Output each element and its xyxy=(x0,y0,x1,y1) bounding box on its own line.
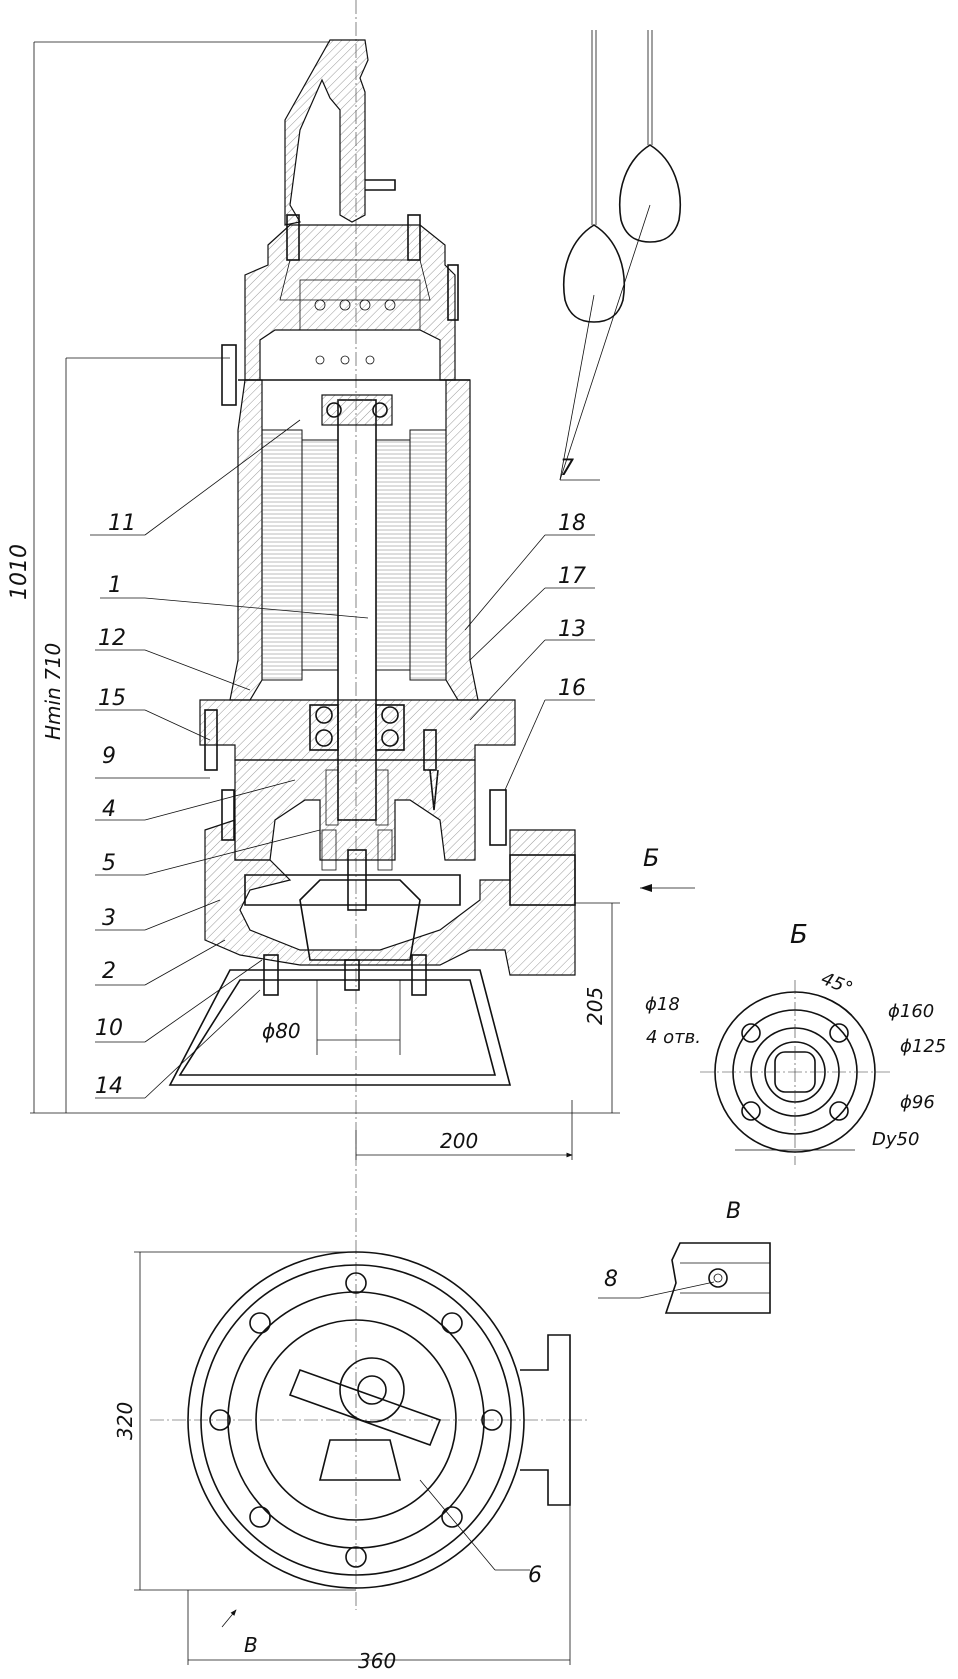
flange-hole-count: 4 отв. xyxy=(646,1027,701,1048)
flange-d160: ϕ160 xyxy=(888,1001,934,1022)
callout-6: 6 xyxy=(528,1563,542,1588)
callout-8: 8 xyxy=(604,1267,618,1292)
flange-angle: 45° xyxy=(818,968,855,999)
stator-winding-right xyxy=(409,429,447,681)
labels: 1010 Hmin 710 205 200 ϕ80 360 320 Б Б В … xyxy=(7,456,946,1673)
main-section-view xyxy=(168,0,576,1130)
outlet-flange-bore xyxy=(509,854,576,906)
dim-total-height: 1010 xyxy=(7,544,32,600)
callout-2: 2 xyxy=(102,959,116,984)
dim-outlet-dia: ϕ80 xyxy=(262,1019,301,1043)
callout-5: 5 xyxy=(102,851,116,876)
leader-lines xyxy=(90,204,651,1099)
flange-d125: ϕ125 xyxy=(900,1036,946,1057)
flange-d96: ϕ96 xyxy=(900,1092,935,1113)
callout-3: 3 xyxy=(102,906,116,931)
plan-bolts xyxy=(209,1272,503,1568)
float-switch-upper xyxy=(618,144,682,243)
flange-hole-dia: ϕ18 xyxy=(645,994,680,1015)
dim-flange-offset: 200 xyxy=(440,1129,478,1153)
callout-11: 11 xyxy=(108,511,136,536)
float-switches xyxy=(562,30,682,323)
callout-9: 9 xyxy=(102,744,116,769)
callout-17: 17 xyxy=(558,564,586,589)
callout-4: 4 xyxy=(102,797,116,822)
callout-10: 10 xyxy=(95,1016,123,1041)
plan-housing xyxy=(227,1291,485,1549)
rotor-right xyxy=(375,439,411,671)
dim-flange-height: 205 xyxy=(583,987,607,1025)
callout-15: 15 xyxy=(98,686,126,711)
section-b-title: Б xyxy=(790,920,808,950)
plan-view xyxy=(134,1130,590,1665)
dim-plan-width: 360 xyxy=(358,1649,396,1673)
flange-view xyxy=(700,980,890,1165)
dim-hmin: Hmin 710 xyxy=(41,643,65,740)
motor-cover xyxy=(244,224,456,381)
flange-dn: Dy50 xyxy=(872,1129,919,1150)
dimension-lines xyxy=(30,41,695,1160)
stator-winding-left xyxy=(261,429,303,681)
impeller xyxy=(299,879,421,961)
callout-16: 16 xyxy=(558,676,586,701)
callout-13: 13 xyxy=(558,617,586,642)
seal-chamber xyxy=(234,759,476,861)
callout-12: 12 xyxy=(98,626,126,651)
mechanical-seal xyxy=(321,769,393,871)
section-b-marker: Б xyxy=(643,844,659,872)
view-v-title: В xyxy=(726,1199,741,1224)
lifting-handle xyxy=(284,39,369,226)
callout-7: 7 xyxy=(560,456,574,481)
stator-housing-left xyxy=(229,379,263,701)
rotor-left xyxy=(301,439,339,671)
detail-view-v xyxy=(598,1242,771,1314)
dim-plan-height: 320 xyxy=(113,1402,137,1440)
callout-1: 1 xyxy=(108,573,122,598)
pump-stand xyxy=(168,969,512,1086)
plan-discharge-flange xyxy=(520,1334,571,1506)
callout-14: 14 xyxy=(95,1074,123,1099)
bearing-housing xyxy=(199,699,516,761)
view-v-marker: В xyxy=(244,1633,258,1657)
callout-18: 18 xyxy=(558,511,586,536)
pump-volute xyxy=(204,819,576,976)
float-switch-lower xyxy=(562,224,626,323)
